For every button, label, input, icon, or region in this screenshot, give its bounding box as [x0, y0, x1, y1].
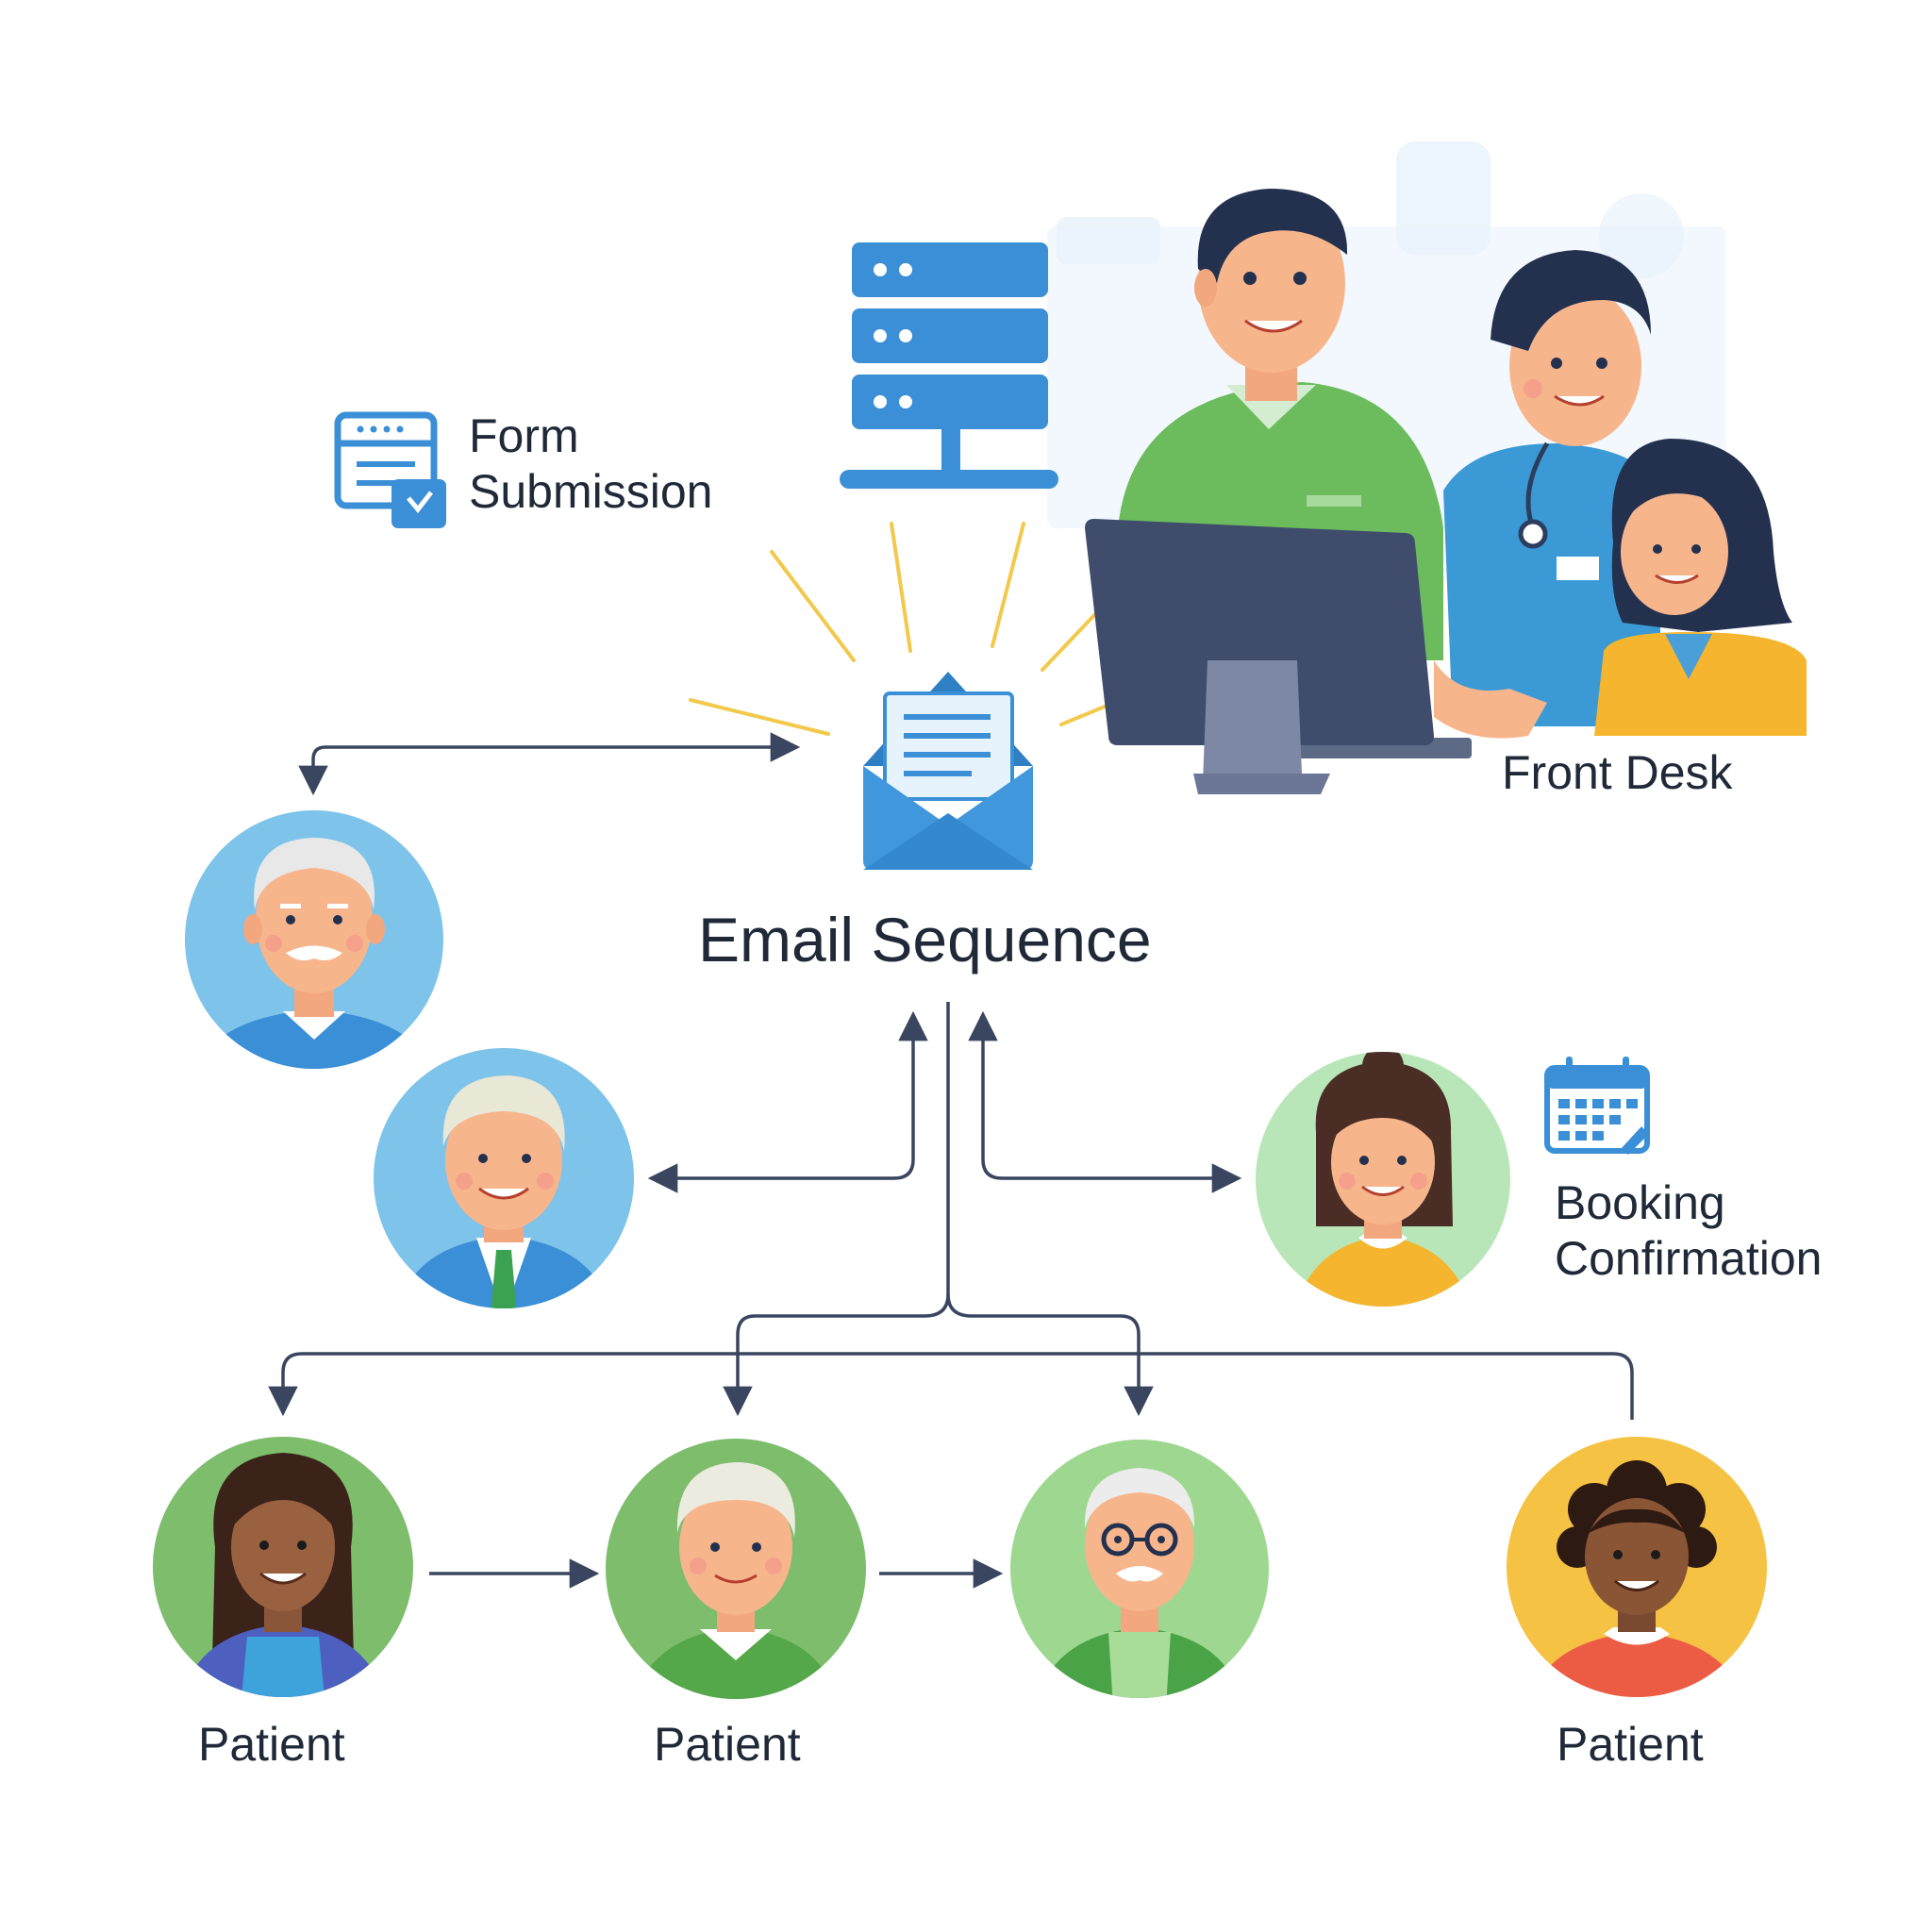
branch-to-patient-2 — [723, 1293, 950, 1417]
patient-1-avatar — [153, 1437, 413, 1697]
front-desk-staff-illustration — [1085, 189, 1807, 794]
form-submission-label: Form Submission — [469, 408, 712, 520]
booking-patient-avatar — [1256, 1052, 1510, 1307]
arrow-right-branch — [968, 1010, 1242, 1193]
booking-confirmation-label: Booking Confirmation — [1555, 1175, 1822, 1287]
patient-1-label: Patient — [198, 1718, 345, 1771]
patient-4-avatar — [1507, 1437, 1767, 1697]
patient-2-label: Patient — [654, 1718, 801, 1771]
arrow-to-elderly-patient — [298, 732, 801, 796]
arrow-left-branch — [647, 1010, 928, 1193]
email-sequence-label: Email Sequence — [698, 905, 1152, 974]
branch-to-patient-3 — [946, 1293, 1154, 1417]
calendar-icon — [1544, 1057, 1650, 1155]
connector-arrows — [268, 732, 1634, 1589]
booking-confirmation-label-line-1: Booking — [1555, 1176, 1725, 1229]
open-envelope-icon — [863, 672, 1033, 870]
server-icon — [840, 242, 1058, 489]
form-submission-label-line-1: Form — [469, 409, 579, 462]
patient-4-label: Patient — [1557, 1718, 1704, 1771]
form-icon — [334, 411, 446, 528]
front-desk-label: Front Desk — [1502, 746, 1733, 799]
booking-confirmation-label-line-2: Confirmation — [1555, 1232, 1823, 1285]
patient-3-avatar — [1010, 1440, 1269, 1698]
elderly-patient-avatar — [185, 810, 443, 1069]
form-submission-label-line-2: Submission — [469, 465, 713, 518]
bus-line — [268, 1352, 1634, 1420]
businessman-patient-avatar — [374, 1048, 634, 1308]
patient-2-avatar — [606, 1439, 866, 1699]
